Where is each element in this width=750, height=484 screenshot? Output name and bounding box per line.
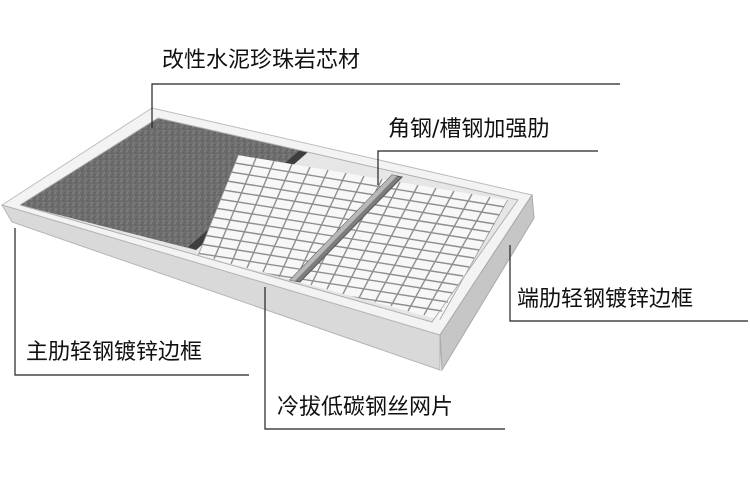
end-frame-side <box>439 193 535 372</box>
label-angle-steel: 角钢/槽钢加强肋 <box>388 117 550 142</box>
leader-angle-steel <box>377 150 598 185</box>
label-end-frame: 端肋轻钢镀锌边框 <box>517 287 694 312</box>
leader-mesh <box>264 287 505 430</box>
label-core-material: 改性水泥珍珠岩芯材 <box>162 48 361 73</box>
leader-end-frame <box>509 245 748 322</box>
leader-lines <box>14 83 748 430</box>
main-frame-side <box>0 204 441 371</box>
leader-main-frame <box>14 228 249 376</box>
core-material <box>20 118 308 250</box>
leader-core <box>151 83 620 128</box>
angle-steel-rib-face <box>290 175 397 281</box>
label-main-frame: 主肋轻钢镀锌边框 <box>26 340 203 365</box>
label-wire-mesh: 冷拔低碳钢丝网片 <box>277 395 454 420</box>
